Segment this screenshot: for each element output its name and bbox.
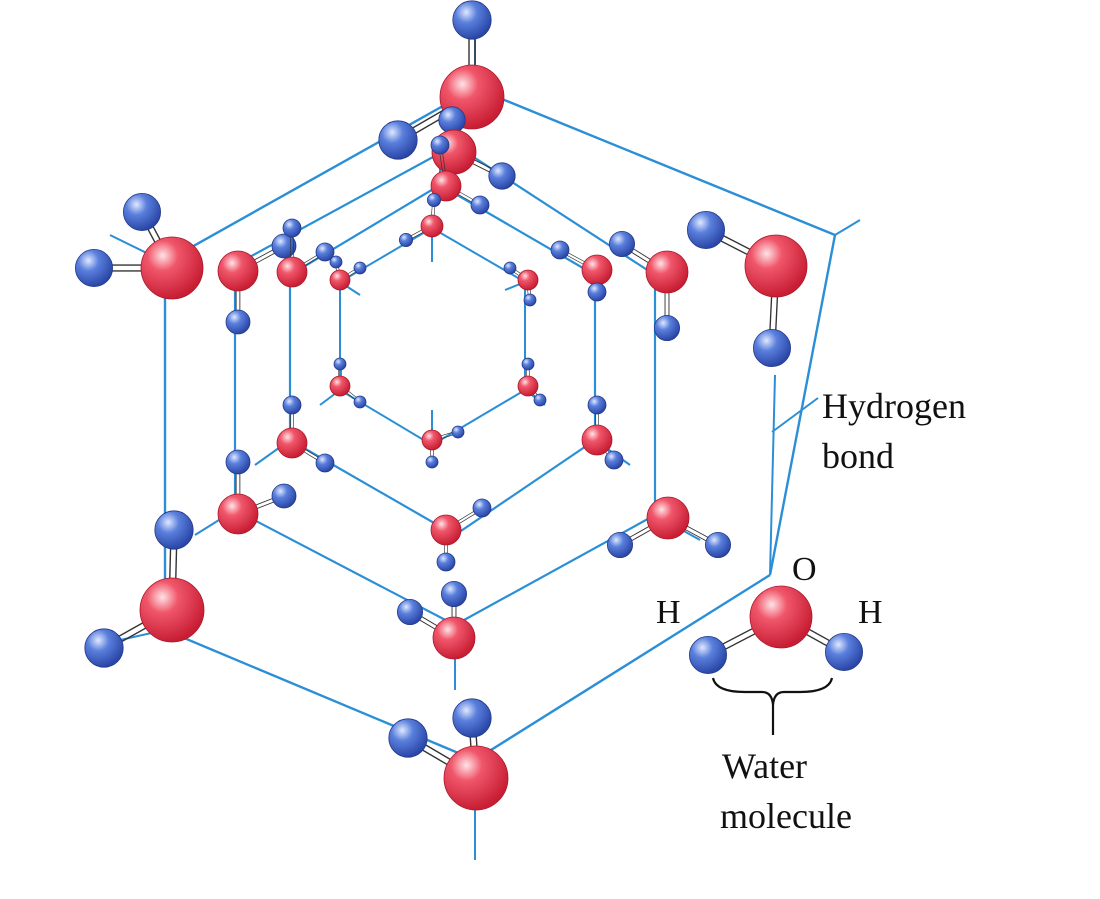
hydrogen-atom: [654, 314, 681, 341]
hydrogen-atom: [438, 106, 466, 134]
hydrogen-atom: [689, 636, 728, 675]
core-ring-bond-line: [339, 389, 433, 446]
oxygen-atom: [430, 514, 462, 546]
oxygen-atom: [645, 250, 689, 294]
oxygen-atom: [749, 585, 813, 649]
oxygen-atom: [217, 250, 259, 292]
hydrogen-atom: [84, 628, 124, 668]
hydrogen-atom: [154, 510, 194, 550]
hydrogen-atom: [436, 552, 456, 572]
water-molecule-label-line2: molecule: [720, 796, 852, 836]
hydrogen-atom: [587, 395, 607, 415]
hydrogen-atom: [282, 395, 302, 415]
oxygen-atom: [140, 236, 204, 300]
outer-ring-bond-line: [164, 628, 476, 762]
hydrogen-atom: [472, 498, 492, 518]
water-molecules: [75, 0, 864, 811]
hydrogen-atom: [521, 357, 535, 371]
lattice-stub-line: [769, 374, 776, 576]
oxygen-atom: [517, 375, 539, 397]
hydrogen-atom: [271, 233, 297, 259]
hydrogen-atom: [451, 425, 465, 439]
oxygen-label: O: [792, 551, 817, 588]
hydrogen-atom: [282, 218, 302, 238]
water-molecule-brace: [711, 677, 834, 706]
oxygen-atom: [420, 214, 444, 238]
hydrogen-atom: [533, 393, 547, 407]
hydrogen-bond-leader-line: [771, 397, 819, 433]
hydrogen-atom: [333, 357, 347, 371]
inner-ring-bond-line: [289, 439, 456, 536]
hydrogen-atom: [609, 230, 636, 257]
oxygen-atom: [217, 493, 259, 535]
hydrogen-atom: [353, 395, 367, 409]
core-ring-bond-line: [339, 227, 433, 283]
hydrogen-atom: [425, 455, 439, 469]
core-ring-bond-line: [431, 389, 526, 446]
hydrogen-atom: [426, 192, 441, 207]
hydrogen-atom: [388, 718, 428, 758]
hydrogen-atom: [452, 698, 492, 738]
hydrogen-atom: [488, 162, 516, 190]
hydrogen-atom: [452, 0, 492, 40]
oxygen-atom: [329, 269, 351, 291]
hydrogen-atom: [825, 633, 864, 672]
hydrogen-atom: [440, 581, 467, 608]
hydrogen-right-label: H: [858, 594, 883, 631]
hydrogen-atom: [523, 293, 537, 307]
hydrogen-atom: [75, 248, 114, 287]
oxygen-atom: [443, 745, 509, 811]
middle-ring-bond-line: [454, 514, 656, 626]
inner-ring-bond-line: [439, 184, 596, 276]
hydrogen-atom: [225, 309, 251, 335]
hydrogen-atom: [396, 599, 423, 626]
hydrogen-atom: [705, 532, 732, 559]
hydrogen-bond-label-line2: bond: [822, 436, 894, 476]
oxygen-atom: [276, 256, 308, 288]
lattice-stub-line: [834, 219, 861, 236]
outer-ring-bond-line: [768, 234, 837, 576]
hydrogen-atom: [315, 453, 335, 473]
hydrogen-left-label: H: [656, 594, 681, 631]
hydrogen-atom: [550, 240, 570, 260]
oxygen-atom: [744, 234, 808, 298]
hydrogen-atom: [470, 195, 490, 215]
outer-ring-bond-line: [474, 86, 836, 237]
oxygen-atom: [432, 616, 476, 660]
outer-ring-bond-line: [164, 86, 476, 264]
hydrogen-atom: [503, 261, 517, 275]
outer-ring-bond-line: [474, 573, 771, 762]
hydrogen-atom: [587, 282, 607, 302]
oxygen-atom: [139, 577, 205, 643]
oxygen-atom: [517, 269, 539, 291]
water-molecule-label-line1: Water: [722, 746, 808, 786]
hydrogen-atom: [604, 450, 624, 470]
inner-ring-bond-line: [454, 439, 596, 536]
oxygen-atom: [329, 375, 351, 397]
hydrogen-atom: [687, 210, 726, 249]
oxygen-atom: [421, 429, 443, 451]
hydrogen-bond-lines: [109, 20, 861, 860]
hydrogen-atom: [607, 532, 634, 559]
hydrogen-atom: [398, 232, 413, 247]
hydrogen-atom: [315, 242, 335, 262]
oxygen-atom: [430, 170, 462, 202]
hydrogen-atom: [329, 255, 343, 269]
oxygen-atom: [646, 496, 690, 540]
hydrogen-atom: [378, 120, 418, 160]
hydrogen-atom: [753, 328, 792, 367]
hydrogen-atom: [353, 261, 367, 275]
hydrogen-bond-label-line1: Hydrogen: [822, 386, 966, 426]
hydrogen-atom: [225, 449, 251, 475]
oxygen-atom: [276, 427, 308, 459]
hydrogen-atom: [123, 192, 162, 231]
hydrogen-atom: [430, 135, 450, 155]
oxygen-atom: [581, 254, 613, 286]
hydrogen-atom: [271, 483, 297, 509]
oxygen-atom: [581, 424, 613, 456]
